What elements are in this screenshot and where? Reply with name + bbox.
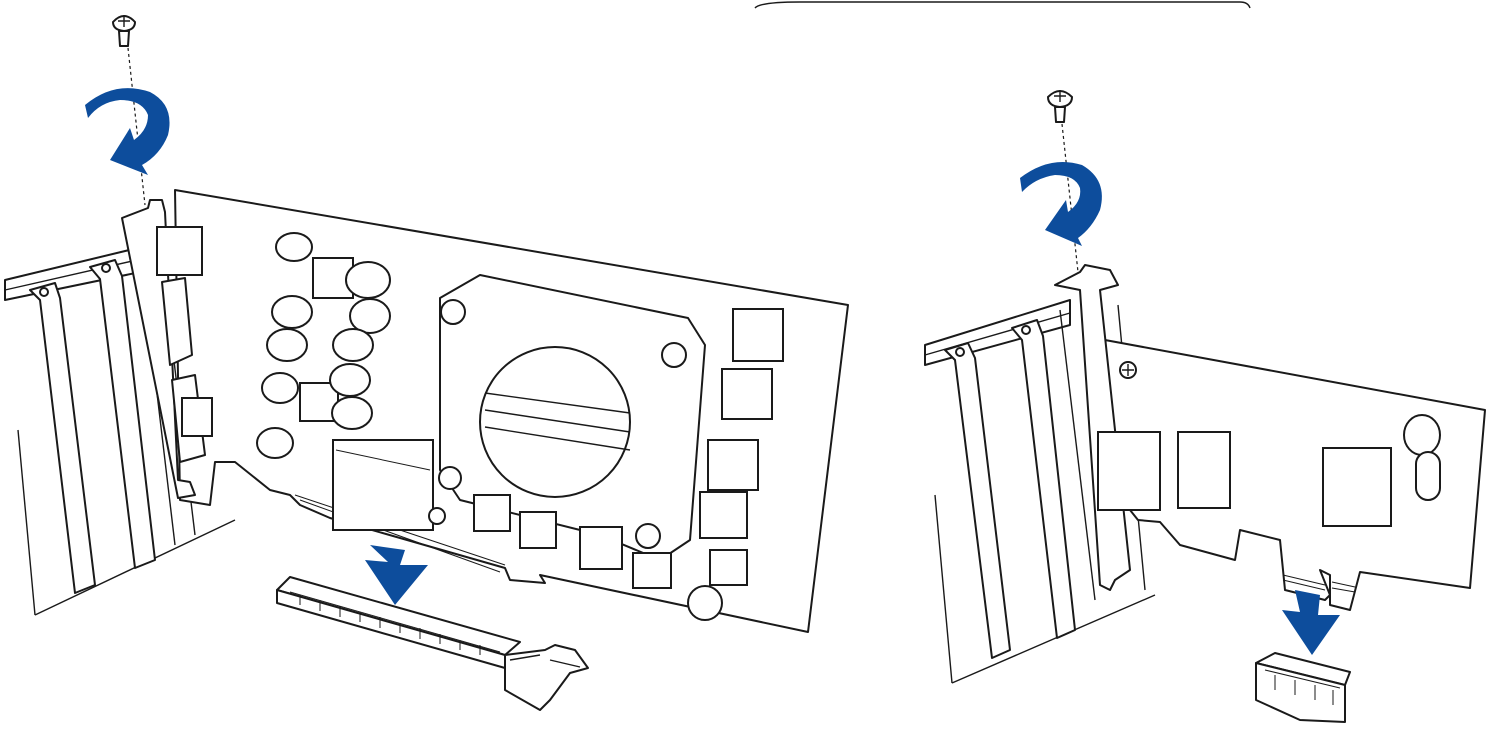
right-chassis <box>924 299 1156 684</box>
left-insert-arrow-icon <box>365 545 428 605</box>
left-chassis <box>4 244 236 616</box>
graphics-card <box>121 189 849 633</box>
left-rotate-arrow-icon <box>85 88 170 175</box>
memory-chips <box>473 308 784 621</box>
pcie-x16-slot <box>276 576 589 711</box>
left-panel <box>4 15 849 711</box>
slot-cover-4 <box>1011 319 1076 639</box>
port-connector-icon <box>1097 431 1161 511</box>
left-screw <box>112 15 146 206</box>
slot-cover-2 <box>89 259 156 569</box>
capacitors <box>256 232 391 459</box>
right-insert-arrow-icon <box>1282 590 1340 655</box>
slot-cover-1 <box>29 282 96 594</box>
slot-cover-3 <box>944 342 1011 659</box>
right-panel <box>924 90 1486 723</box>
slot-latch <box>504 644 589 711</box>
right-rotate-arrow-icon <box>1020 161 1102 246</box>
right-screw <box>1047 90 1079 273</box>
fan-icon <box>479 346 631 498</box>
controller-chip <box>1322 447 1392 527</box>
vga-port-icon <box>161 277 193 366</box>
hdmi-port-icon <box>156 226 203 276</box>
pcie-x1-slot <box>1255 652 1351 723</box>
gpu-cooler <box>438 274 706 561</box>
pcie-x1-card <box>1054 264 1486 611</box>
